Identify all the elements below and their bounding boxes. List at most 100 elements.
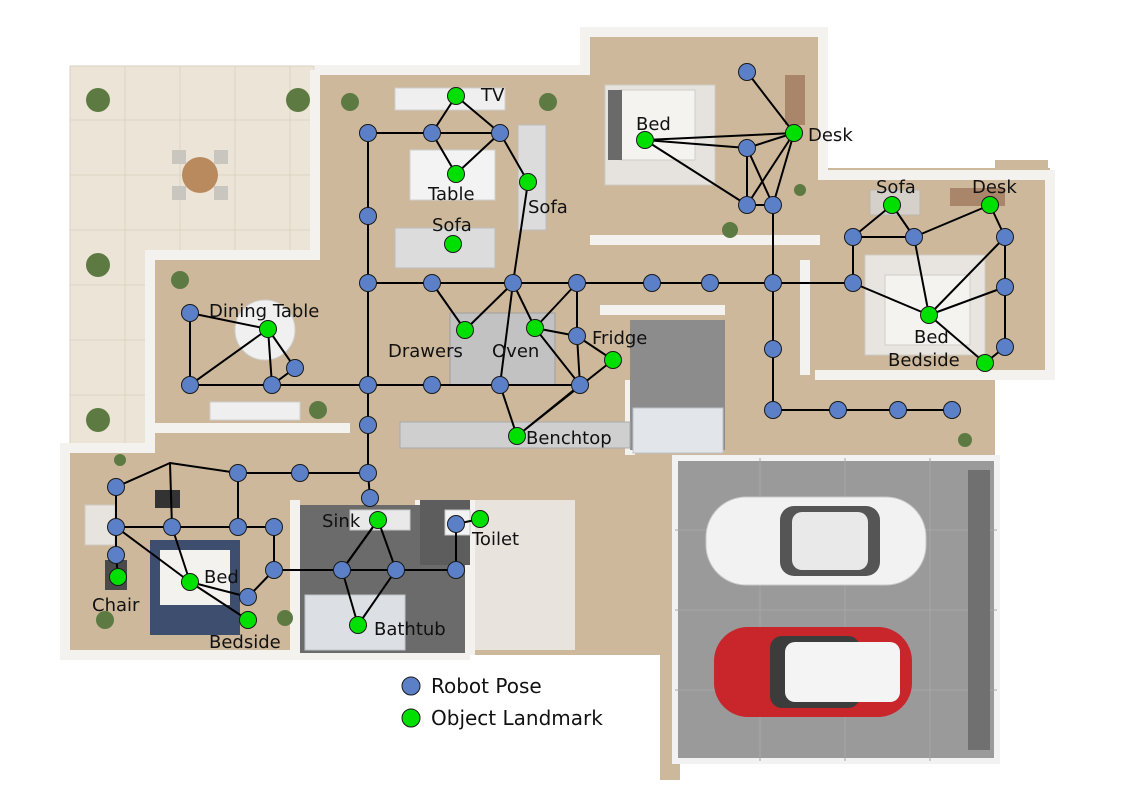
landmark-node-bed-east — [921, 307, 938, 324]
landmark-node-sofa-right — [520, 174, 537, 191]
label-sofa-east: Sofa — [876, 177, 916, 198]
robot-pose-node — [334, 562, 351, 579]
robot-pose-node — [492, 125, 509, 142]
red-car — [714, 627, 912, 717]
legend-object-landmark-marker — [402, 709, 420, 727]
label-sofa-living: Sofa — [432, 215, 472, 236]
robot-pose-node — [108, 547, 125, 564]
landmark-node-sofa-east — [884, 197, 901, 214]
robot-pose-node — [830, 402, 847, 419]
label-bed-sw: Bed — [204, 567, 239, 588]
robot-pose-node — [424, 377, 441, 394]
landmark-node-desk-top — [786, 125, 803, 142]
landmark-node-benchtop — [509, 428, 526, 445]
label-oven: Oven — [492, 341, 539, 362]
robot-pose-node — [765, 341, 782, 358]
robot-pose-node — [360, 125, 377, 142]
robot-pose-node — [569, 275, 586, 292]
robot-pose-node — [765, 275, 782, 292]
robot-pose-node — [266, 562, 283, 579]
label-toilet: Toilet — [471, 529, 519, 550]
landmark-node-oven — [527, 320, 544, 337]
robot-pose-node — [360, 465, 377, 482]
landmark-node-drawers — [457, 322, 474, 339]
label-bedside-sw: Bedside — [209, 632, 281, 653]
robot-pose-node — [230, 465, 247, 482]
robot-pose-node — [569, 328, 586, 345]
robot-pose-node — [505, 275, 522, 292]
robot-pose-node — [845, 229, 862, 246]
label-tv: TV — [480, 85, 505, 106]
robot-pose-node — [182, 377, 199, 394]
label-bed-east: Bed — [914, 327, 949, 348]
label-desk-top: Desk — [808, 125, 853, 146]
robot-pose-node — [890, 402, 907, 419]
landmark-node-bedside-sw — [240, 612, 257, 629]
landmark-node-fridge — [605, 352, 622, 369]
label-benchtop: Benchtop — [526, 428, 612, 449]
robot-pose-node — [644, 275, 661, 292]
robot-pose-node — [264, 377, 281, 394]
label-table: Table — [427, 184, 475, 205]
robot-pose-node — [765, 402, 782, 419]
legend-robot-pose-marker — [402, 677, 420, 695]
label-drawers: Drawers — [388, 341, 463, 362]
robot-pose-node — [906, 229, 923, 246]
robot-pose-node — [702, 275, 719, 292]
robot-pose-node — [739, 64, 756, 81]
robot-pose-node — [739, 197, 756, 214]
robot-pose-node — [997, 339, 1014, 356]
bathtub-mid-shape — [633, 408, 723, 453]
robot-pose-node — [360, 417, 377, 434]
label-fridge: Fridge — [592, 328, 647, 349]
robot-pose-node — [448, 562, 465, 579]
robot-pose-node — [182, 305, 199, 322]
label-bedside-east: Bedside — [888, 350, 960, 371]
label-sofa-right: Sofa — [528, 197, 568, 218]
robot-pose-node — [266, 519, 283, 536]
robot-pose-node — [108, 519, 125, 536]
landmark-node-tv — [448, 88, 465, 105]
robot-pose-node — [572, 377, 589, 394]
robot-pose-node — [997, 279, 1014, 296]
robot-pose-node — [240, 589, 257, 606]
landmark-node-table — [448, 166, 465, 183]
legend-object-landmark-label: Object Landmark — [431, 706, 603, 730]
legend: Robot Pose Object Landmark — [402, 674, 603, 730]
robot-pose-node — [424, 275, 441, 292]
landmark-node-sink — [370, 512, 387, 529]
robot-pose-node — [448, 516, 465, 533]
white-car — [706, 497, 926, 585]
label-chair: Chair — [92, 595, 140, 616]
laundry — [475, 500, 575, 650]
robot-pose-node — [360, 208, 377, 225]
landmark-node-toilet — [472, 511, 489, 528]
robot-pose-node — [230, 519, 247, 536]
landmark-node-dining-table — [260, 321, 277, 338]
robot-pose-node — [292, 465, 309, 482]
landmark-node-bedside-east — [977, 355, 994, 372]
robot-pose-node — [997, 229, 1014, 246]
label-sink: Sink — [322, 511, 361, 532]
robot-pose-node — [362, 490, 379, 507]
landmark-node-sofa-living — [445, 236, 462, 253]
robot-pose-node — [424, 125, 441, 142]
garage-door — [968, 470, 990, 750]
landmark-node-bed-sw — [182, 574, 199, 591]
robot-pose-node — [739, 140, 756, 157]
legend-robot-pose-label: Robot Pose — [431, 674, 542, 698]
robot-pose-node — [360, 377, 377, 394]
robot-pose-node — [492, 377, 509, 394]
robot-pose-node — [108, 479, 125, 496]
label-dining-table: Dining Table — [209, 301, 319, 322]
label-desk-east: Desk — [972, 177, 1017, 198]
label-bed-top: Bed — [636, 114, 671, 135]
robot-pose-node — [765, 197, 782, 214]
label-bathtub: Bathtub — [374, 619, 446, 640]
landmark-node-bathtub — [350, 617, 367, 634]
landmark-node-chair — [110, 569, 127, 586]
robot-pose-node — [388, 562, 405, 579]
robot-pose-node — [845, 275, 862, 292]
robot-pose-node — [360, 275, 377, 292]
